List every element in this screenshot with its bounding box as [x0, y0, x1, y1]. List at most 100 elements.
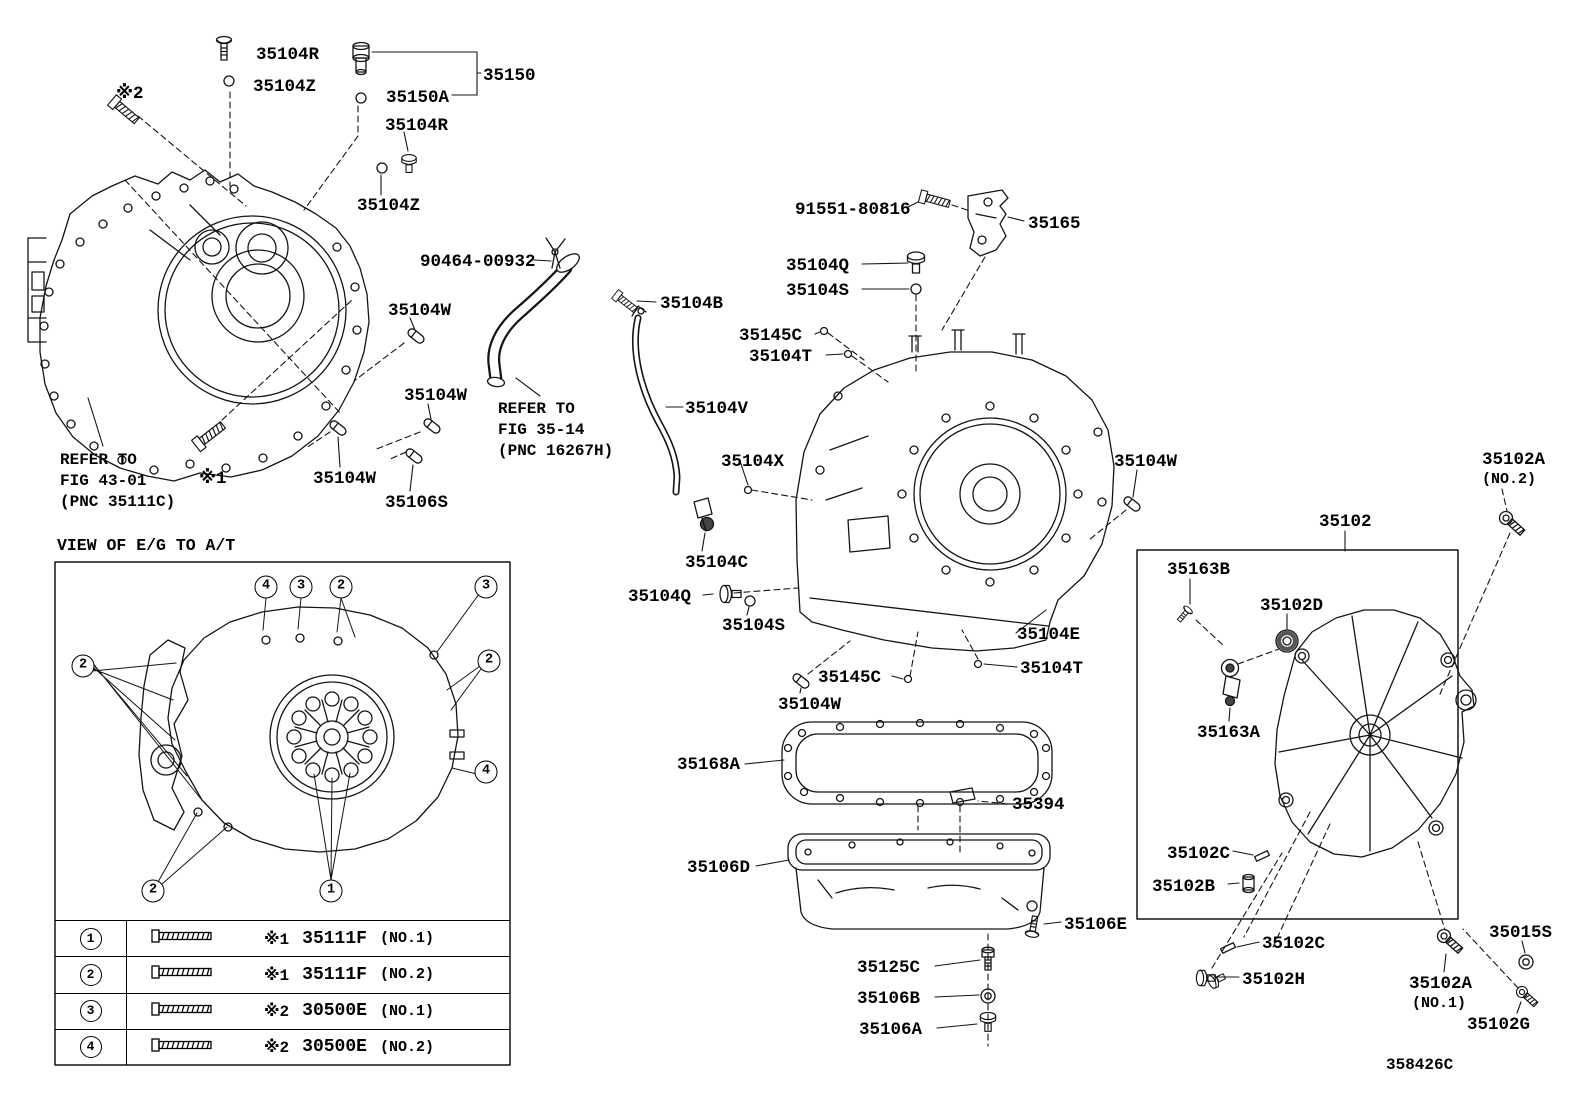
part-number-label: 35102A [1482, 450, 1546, 470]
callout-circle: 1 [319, 879, 343, 903]
cover-box [1136, 549, 1459, 920]
bolt-table-row: 2 ※1 35111F (NO.2) [55, 956, 510, 993]
part-number-label: 35104C [685, 553, 749, 573]
part-number-label: 35102A [1409, 974, 1473, 994]
part-number-label: 35102D [1260, 596, 1324, 616]
clamp-icon [545, 237, 566, 269]
bell-housing-drawing [27, 169, 370, 482]
reference-mark: ※2 [264, 1039, 290, 1058]
callout-circle: 2 [141, 879, 165, 903]
part-number-label: 35102C [1262, 934, 1326, 954]
bolt-table: 1 ※1 35111F (NO.1) 2 ※1 35111F (NO.2) 3 ※2 30500E (… [55, 920, 510, 1065]
part-number-label: 35165 [1028, 214, 1081, 234]
part-number-label: ※1 [199, 469, 227, 489]
part-number-label: 35102C [1167, 844, 1231, 864]
inset-view-drawing [54, 561, 511, 1066]
callout-circle: 2 [329, 575, 353, 599]
part-number-suffix: (NO.1) [379, 1002, 434, 1020]
part-number: 30500E [302, 1001, 367, 1022]
dipstick-tube-drawing [611, 289, 715, 532]
bolt-table-number-cell: 3 [55, 993, 127, 1029]
oil-pan-drawing [787, 833, 1051, 939]
bolt-table-part-cell: ※1 35111F (NO.1) [127, 921, 510, 956]
part-number-label: 91551-80816 [795, 200, 911, 220]
part-number-label: 35104R [385, 116, 449, 136]
part-number-label: 35145C [818, 668, 882, 688]
part-number-label: (NO.2) [1482, 471, 1537, 488]
reference-note-line: REFER TO [60, 451, 137, 469]
callout-number: 3 [79, 1000, 102, 1023]
part-number-label: (NO.1) [1412, 995, 1467, 1012]
part-number-label: 35150 [483, 66, 536, 86]
part-number-label: 35104R [256, 45, 320, 65]
callout-circle: 2 [71, 654, 95, 678]
part-number-label: 35125C [857, 958, 921, 978]
reference-mark: ※1 [264, 966, 290, 985]
bolt-table-number-cell: 4 [55, 1029, 127, 1065]
part-number-label: 35102 [1319, 512, 1372, 532]
part-number: 35111F [302, 964, 367, 985]
part-number-label: 35168A [677, 755, 741, 775]
callout-circle: 3 [474, 575, 498, 599]
part-number-label: 35015S [1489, 923, 1553, 943]
bolt-icon-wrap [151, 1000, 215, 1023]
part-number: 30500E [302, 1037, 367, 1058]
pan-gasket-drawing [781, 718, 1053, 808]
reference-note-line: FIG 35-14 [498, 421, 585, 439]
part-number: 35111F [302, 928, 367, 949]
bolt-table-row: 1 ※1 35111F (NO.1) [55, 920, 510, 957]
breather-hardware-icons [107, 35, 443, 466]
part-number-label: 35106S [385, 493, 449, 513]
part-number-label: 35104V [685, 399, 749, 419]
bolt-table-row: 4 ※2 30500E (NO.2) [55, 1028, 510, 1065]
part-number-label: 35104W [404, 386, 468, 406]
transaxle-case-drawing [795, 329, 1115, 652]
callout-circle: 2 [477, 649, 501, 673]
part-number-label: 35104Q [628, 587, 692, 607]
inset-box [54, 561, 511, 1066]
reference-note-line: (PNC 35111C) [60, 493, 176, 511]
part-number-label: 35104B [660, 294, 724, 314]
case-cover-assembly [1136, 508, 1541, 1010]
reference-mark: ※1 [264, 930, 290, 949]
part-number-label: 35106B [857, 989, 921, 1009]
reference-mark: ※2 [264, 1003, 290, 1022]
part-number-label: 35104Q [786, 256, 850, 276]
part-number-suffix: (NO.1) [379, 930, 434, 948]
bolt-table-part-cell: ※1 35111F (NO.2) [127, 957, 510, 992]
bolt-icon-wrap [151, 1036, 215, 1059]
part-number-label: 35104Z [253, 77, 317, 97]
plug-icon [1242, 873, 1255, 894]
reference-note-line: REFER TO [498, 400, 575, 418]
part-number-label: 35104W [778, 695, 842, 715]
reference-note-line: FIG 43-01 [60, 472, 147, 490]
part-number-label: 35394 [1012, 795, 1065, 815]
callout-circle: 3 [289, 575, 313, 599]
callout-number: 1 [79, 927, 102, 950]
part-number-label: 35104S [786, 281, 850, 301]
part-number-suffix: (NO.2) [379, 966, 434, 984]
bolt-table-number-cell: 2 [55, 957, 127, 993]
reference-note: REFER TO FIG 43-01 (PNC 35111C) [60, 450, 175, 513]
bolt-icon [151, 965, 212, 980]
part-number-label: 35104T [749, 347, 813, 367]
bracket-icon [917, 189, 1009, 257]
bolt-icon-wrap [151, 963, 215, 986]
callout-number: 4 [79, 1036, 102, 1059]
part-number-label: 35104Z [357, 196, 421, 216]
inset-view-title: VIEW OF E/G TO A/T [57, 536, 236, 555]
bolt-table-row: 3 ※2 30500E (NO.1) [55, 992, 510, 1029]
part-number-label: 35163B [1167, 560, 1231, 580]
callout-leader-lines [91, 593, 482, 885]
magnet-icon [949, 787, 976, 804]
part-number-label: 90464-00932 [420, 252, 536, 272]
bolt-table-part-cell: ※2 30500E (NO.2) [127, 1030, 510, 1065]
part-number-suffix: (NO.2) [379, 1038, 434, 1056]
part-number-label: 35104X [721, 452, 785, 472]
part-number-label: 35104W [1114, 452, 1178, 472]
callout-circle: 4 [254, 575, 278, 599]
sensor-icon [1220, 658, 1241, 707]
part-number-label: 35106A [859, 1020, 923, 1040]
